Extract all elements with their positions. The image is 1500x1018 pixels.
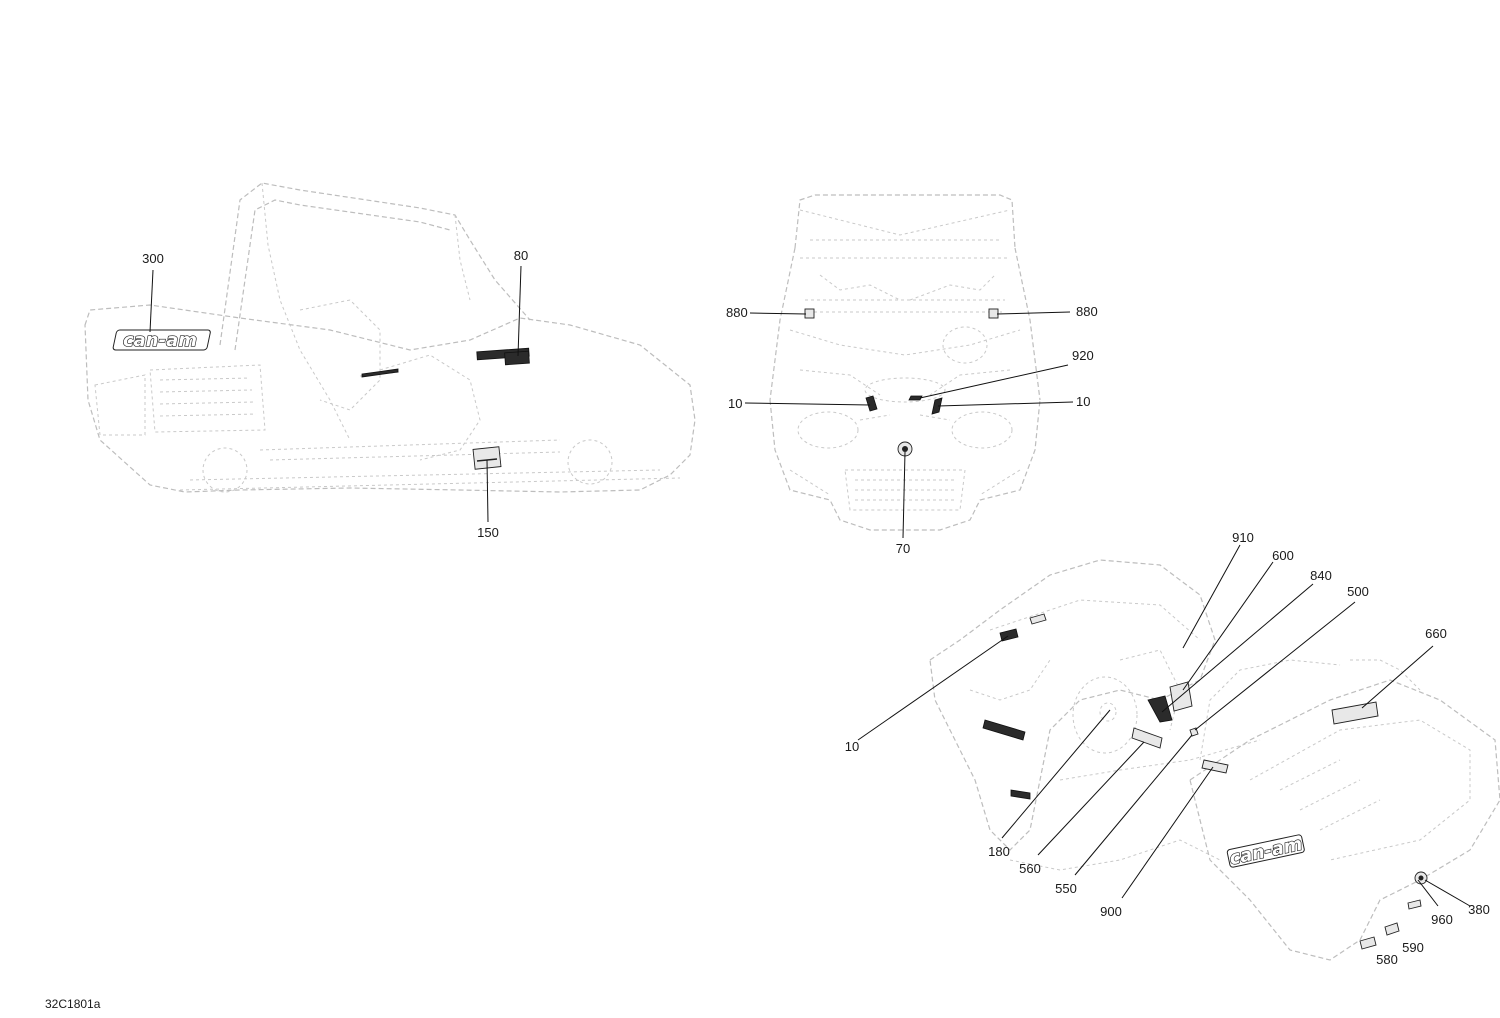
leader-500 <box>1194 601 1356 731</box>
leader-880-left <box>749 312 807 315</box>
front-view: 880 880 920 10 10 70 <box>726 194 1098 556</box>
callout-960: 960 <box>1431 912 1453 927</box>
callout-80: 80 <box>514 248 528 263</box>
decal-880-left <box>804 308 815 319</box>
decal-10-left <box>865 395 878 412</box>
leader-900 <box>1121 766 1214 899</box>
iso-view: can-am 910 600 840 500 660 10 180 560 55… <box>845 530 1500 967</box>
decal-960 <box>1407 899 1422 910</box>
leader-910 <box>1182 544 1241 649</box>
callout-580: 580 <box>1376 952 1398 967</box>
leader-560 <box>1037 741 1145 856</box>
callout-10-right: 10 <box>1076 394 1090 409</box>
leader-10-iso <box>857 635 1009 741</box>
callout-600: 600 <box>1272 548 1294 563</box>
leader-10-right <box>937 401 1074 407</box>
leader-920 <box>919 364 1069 399</box>
leader-380 <box>1424 879 1471 907</box>
callout-880-right: 880 <box>1076 304 1098 319</box>
decal-80 <box>476 347 530 366</box>
leader-80 <box>517 265 522 357</box>
decal-10-right <box>931 397 943 415</box>
decal-300-can-am-logo: can-am <box>112 329 211 352</box>
decal-180 <box>1010 789 1031 800</box>
callout-500: 500 <box>1347 584 1369 599</box>
callout-10-left: 10 <box>728 396 742 411</box>
callout-880-left: 880 <box>726 305 748 320</box>
decal-880-right <box>988 308 999 319</box>
leader-300 <box>149 269 154 333</box>
callout-380: 380 <box>1468 902 1490 917</box>
decal-900 <box>1201 759 1229 774</box>
decal-150 <box>472 446 502 470</box>
side-logo-text: can-am <box>123 330 197 351</box>
callout-550: 550 <box>1055 881 1077 896</box>
callout-590: 590 <box>1402 940 1424 955</box>
callout-10-iso: 10 <box>845 739 859 754</box>
leader-150 <box>486 459 489 523</box>
leader-10-left <box>744 402 871 406</box>
leader-840 <box>1161 583 1314 713</box>
callout-300: 300 <box>142 251 164 266</box>
leader-70 <box>902 451 906 539</box>
callout-660: 660 <box>1425 626 1447 641</box>
decal-660 <box>1331 701 1379 725</box>
leader-600 <box>1182 561 1274 691</box>
callout-560: 560 <box>1019 861 1041 876</box>
callout-70: 70 <box>896 541 910 556</box>
decal-590 <box>1384 922 1400 936</box>
callout-920: 920 <box>1072 348 1094 363</box>
callout-910: 910 <box>1232 530 1254 545</box>
leader-880-right <box>996 311 1071 315</box>
leader-960 <box>1417 879 1439 907</box>
decal-580 <box>1359 936 1377 950</box>
callout-840: 840 <box>1310 568 1332 583</box>
decal-500 <box>1189 727 1199 737</box>
leader-660 <box>1361 645 1434 709</box>
decal-840 <box>1147 695 1173 723</box>
decal-560 <box>1131 727 1163 749</box>
callout-900: 900 <box>1100 904 1122 919</box>
leader-550 <box>1074 734 1193 876</box>
drawing-id: 32C1801a <box>45 997 101 1011</box>
decal-can-am-rear: can-am <box>1226 833 1305 870</box>
decal-920 <box>908 395 923 401</box>
side-view: can-am 300 80 150 <box>84 182 696 540</box>
callout-150: 150 <box>477 525 499 540</box>
leader-180 <box>1001 709 1111 839</box>
rear-logo-text: can-am <box>1228 834 1305 870</box>
callout-180: 180 <box>988 844 1010 859</box>
